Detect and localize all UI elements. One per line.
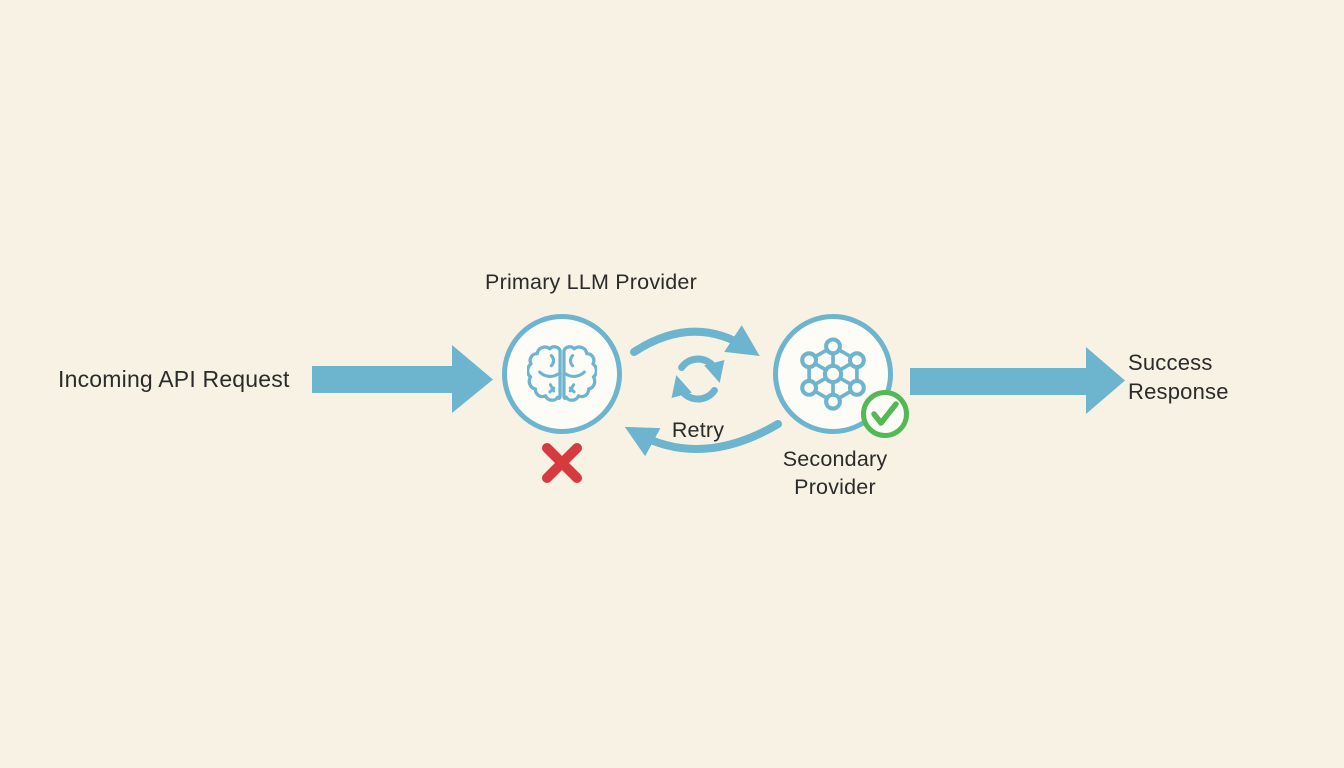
primary-provider-node bbox=[502, 314, 622, 434]
primary-provider-label: Primary LLM Provider bbox=[485, 270, 697, 294]
success-response-label: Success Response bbox=[1128, 348, 1229, 406]
secondary-provider-label-line2: Provider bbox=[794, 475, 876, 499]
error-x-icon bbox=[542, 443, 582, 483]
success-response-label-line1: Success bbox=[1128, 350, 1213, 375]
incoming-request-label: Incoming API Request bbox=[58, 366, 290, 392]
retry-arc-bottom bbox=[624, 420, 782, 457]
secondary-provider-label: Secondary Provider bbox=[735, 445, 935, 501]
refresh-cycle-icon bbox=[679, 355, 725, 399]
flow-arrow-right bbox=[910, 347, 1125, 414]
success-response-label-line2: Response bbox=[1128, 379, 1229, 404]
flow-arrow-right bbox=[312, 345, 493, 413]
retry-label: Retry bbox=[671, 418, 725, 442]
brain-icon bbox=[527, 345, 597, 402]
secondary-provider-label-line1: Secondary bbox=[782, 447, 888, 471]
retry-arc-top bbox=[630, 325, 760, 357]
success-check-icon bbox=[861, 390, 909, 438]
network-icon bbox=[800, 337, 866, 411]
